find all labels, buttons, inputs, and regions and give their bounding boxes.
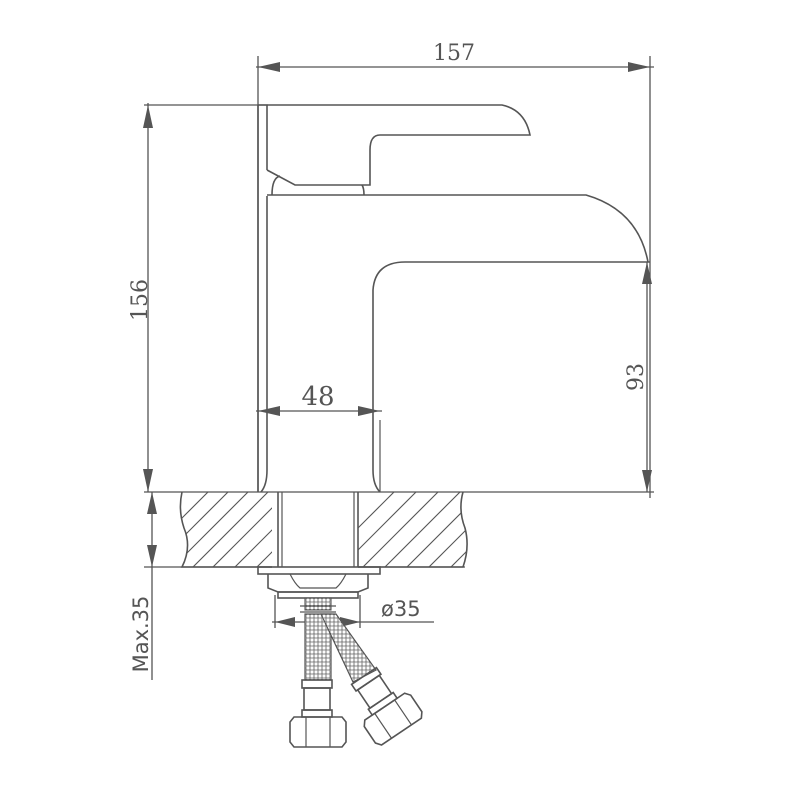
dimension-body-width: 48	[256, 382, 382, 416]
dim-max-35-label: Max.35	[129, 596, 153, 673]
dim-156-label: 156	[128, 279, 153, 321]
dim-diameter-35-label: ø35	[381, 597, 421, 621]
dimension-max-counter-thickness: Max.35	[129, 492, 157, 680]
dim-93-label: 93	[624, 363, 649, 391]
faucet-body	[144, 104, 654, 493]
dimension-overall-height: 156	[128, 103, 268, 492]
dim-48-label: 48	[301, 382, 334, 412]
supply-hoses	[289, 597, 423, 748]
dim-157-label: 157	[433, 41, 475, 66]
dimension-spout-height: 93	[624, 262, 652, 492]
fixing-nut	[257, 566, 381, 599]
dimension-overall-length: 157	[256, 41, 654, 498]
countertop-section	[144, 491, 468, 568]
dimension-mounting-hole: ø35	[272, 595, 434, 628]
